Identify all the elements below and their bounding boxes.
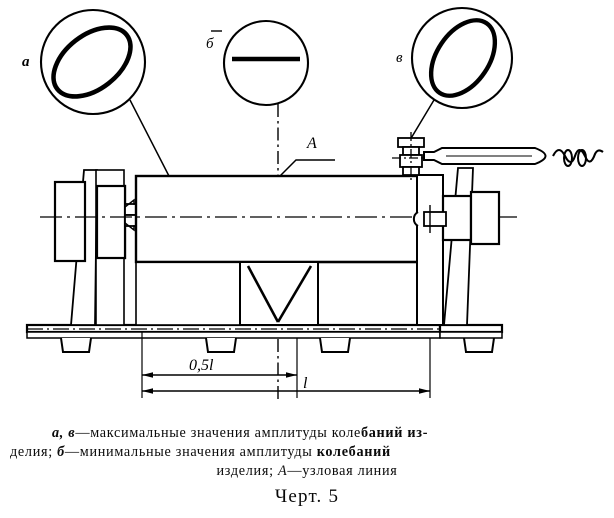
right-bearing-block-inner	[441, 194, 473, 242]
v-bracket-frame	[239, 261, 319, 326]
callout-label-a: а	[22, 54, 30, 70]
caption-text-3b: узловая линия	[302, 463, 398, 479]
caption-letter-b: б	[57, 444, 65, 460]
left-pedestal	[53, 169, 148, 326]
right-pedestal	[412, 167, 501, 326]
base-plate	[25, 323, 442, 339]
left-bearing-block-outer	[53, 180, 87, 263]
callout-a-outline	[39, 8, 147, 116]
v-bracket-left-leg	[246, 265, 280, 323]
caption-bold-1: баний из-	[360, 425, 429, 441]
leader-line-A	[277, 159, 335, 179]
dimension-label-full: l	[303, 375, 308, 392]
dimension-group: 0,5l l	[141, 332, 431, 398]
coil-spring-loop-2	[577, 149, 587, 167]
caption-dash-2: —	[64, 444, 80, 460]
caption-text-1: максимальные значения амплитуды коле	[90, 425, 361, 441]
left-bearing-block-inner-front	[95, 184, 127, 260]
figure-caption-block: а, в—максимальные значения амплитуды кол…	[0, 424, 614, 481]
callout-circle-b	[222, 19, 310, 107]
caption-line-3: изделия; A—узловая линия	[0, 462, 614, 481]
nodal-line-label: A	[306, 135, 317, 152]
coil-spring-loop-1	[563, 149, 573, 167]
right-bearing-block-outer	[469, 190, 501, 246]
foot-2	[205, 337, 237, 353]
leader-line-v	[409, 99, 435, 141]
specimen-body-outline	[134, 174, 420, 264]
vibrator-assembly	[392, 132, 604, 180]
figure-number: Черт. 5	[274, 486, 340, 507]
base-plate-extension	[438, 323, 504, 334]
right-shaft-collar	[412, 211, 419, 227]
right-pedestal-column	[443, 167, 474, 326]
caption-dash-3: —	[287, 463, 303, 479]
caption-letter-A: A	[277, 463, 288, 479]
foot-1	[60, 337, 92, 353]
callout-b-outline	[222, 19, 310, 107]
caption-text-3a: изделия;	[216, 463, 278, 479]
callout-v-outline	[410, 6, 514, 110]
callout-label-v: в	[396, 50, 403, 66]
callout-circle-a	[39, 8, 171, 179]
base-plate-extension-lower	[439, 331, 503, 339]
right-pedestal-web	[416, 174, 444, 326]
foot-4	[463, 337, 495, 353]
v-bracket-right-leg	[276, 265, 313, 323]
nodal-line-callout: A	[277, 135, 335, 179]
caption-letters-av: а, в	[52, 425, 76, 441]
v-bracket	[239, 261, 319, 326]
callout-circle-v	[409, 6, 514, 141]
caption-text-2b: минимальные значения амплитуды	[79, 444, 317, 460]
caption-dash-1: —	[75, 425, 91, 441]
base-feet	[60, 323, 504, 353]
caption-line-2: делия; б—минимальные значения амплитуды …	[0, 443, 614, 462]
foot-3	[319, 337, 351, 353]
dimension-label-half: 0,5l	[189, 357, 214, 374]
base-plate-bottom	[26, 331, 441, 339]
caption-text-2a: делия;	[10, 444, 58, 460]
ellipse-tilted-left-icon	[428, 18, 498, 98]
caption-line-1: а, в—максимальные значения амплитуды кол…	[0, 424, 614, 443]
caption-bold-2: колебаний	[316, 444, 391, 460]
callout-label-b: б	[206, 36, 214, 52]
ellipse-tilted-right-icon	[51, 25, 133, 99]
right-shaft-stub	[423, 211, 447, 227]
leader-line-a	[129, 99, 171, 179]
